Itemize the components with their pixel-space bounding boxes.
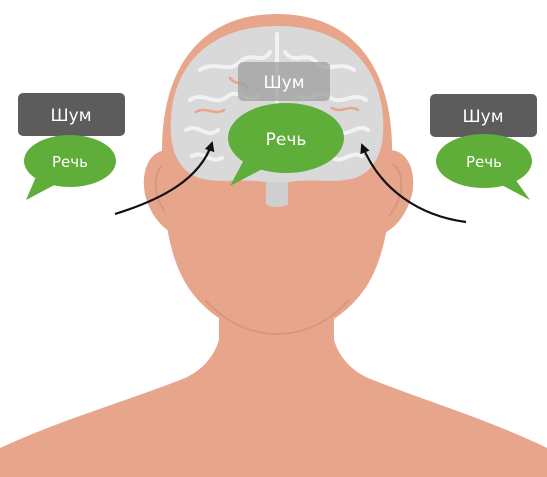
left-noise-box: Шум — [18, 93, 125, 136]
center-noise-box: Шум — [238, 62, 330, 101]
left-sound-source: Шум Речь — [18, 93, 125, 200]
right-sound-source: Шум Речь — [430, 94, 537, 200]
right-speech-bubble: Речь — [436, 134, 532, 200]
left-speech-bubble: Речь — [24, 135, 116, 200]
center-noise-label: Шум — [263, 73, 304, 93]
right-noise-label: Шум — [462, 107, 503, 127]
left-noise-label: Шум — [50, 106, 91, 126]
left-speech-label: Речь — [52, 153, 88, 171]
center-speech-label: Речь — [266, 130, 307, 150]
right-speech-label: Речь — [466, 153, 502, 171]
right-noise-box: Шум — [430, 94, 537, 137]
brain-stem — [266, 180, 288, 207]
